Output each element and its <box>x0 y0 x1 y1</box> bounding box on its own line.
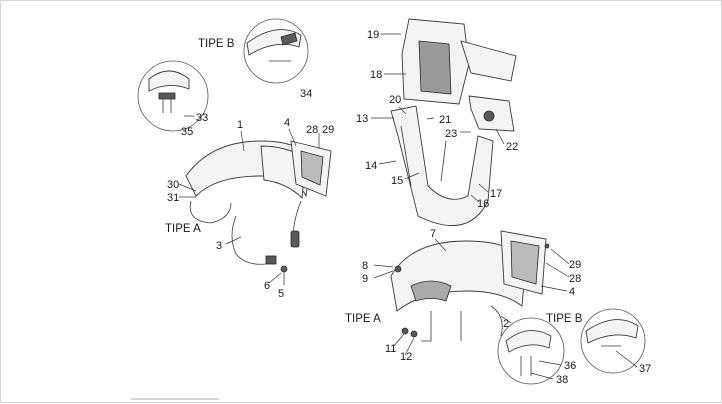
callout-21: 21 <box>439 114 451 126</box>
label-tipe-a-left: TIPE A <box>165 223 201 235</box>
detail-circle-bottom-tipe-b <box>580 308 646 374</box>
callout-4-top: 4 <box>284 117 290 129</box>
detail-circle-tipe-b-bracket <box>243 18 309 84</box>
callout-16: 16 <box>477 198 489 210</box>
callout-30: 30 <box>167 179 179 191</box>
rear-reflector-top <box>290 140 332 197</box>
callout-34: 34 <box>300 88 312 100</box>
callout-13: 13 <box>356 113 368 125</box>
callout-11: 11 <box>385 343 396 355</box>
callout-38: 38 <box>556 374 568 386</box>
callout-4-bottom: 4 <box>569 286 575 298</box>
callout-37: 37 <box>639 363 651 375</box>
callout-2: 2 <box>503 318 509 330</box>
mounting-bracket <box>468 95 515 132</box>
callout-29-bottom: 29 <box>569 259 581 271</box>
detail-circle-tipe-a-bracket <box>137 60 209 132</box>
leader-lines <box>178 33 638 380</box>
leg-shield-cover <box>401 18 517 105</box>
label-tipe-a-bottom: TIPE A <box>345 313 381 325</box>
callout-3: 3 <box>216 240 222 252</box>
callout-6: 6 <box>264 280 270 292</box>
callout-1: 1 <box>237 119 243 131</box>
frame-tunnel-panel <box>390 105 494 227</box>
callout-14: 14 <box>365 160 377 172</box>
callout-22: 22 <box>506 141 518 153</box>
callout-28-bottom: 28 <box>569 273 581 285</box>
detail-circle-bottom-tipe-a <box>497 317 565 385</box>
label-tipe-b-bottom: TIPE B <box>546 313 583 325</box>
callout-19: 19 <box>367 29 379 41</box>
callout-36: 36 <box>564 360 576 372</box>
callout-8: 8 <box>362 260 368 272</box>
callout-20: 20 <box>389 94 401 106</box>
callout-15: 15 <box>391 175 403 187</box>
callout-29-top: 29 <box>322 124 334 136</box>
callout-18: 18 <box>370 69 382 81</box>
callout-28-top: 28 <box>306 124 318 136</box>
callout-5: 5 <box>278 288 284 300</box>
callout-31: 31 <box>167 192 179 204</box>
callout-9: 9 <box>362 273 368 285</box>
callout-23: 23 <box>445 128 457 140</box>
callout-35: 35 <box>181 126 193 138</box>
callout-33: 33 <box>196 112 208 124</box>
callout-12: 12 <box>400 351 412 363</box>
label-tipe-b-top: TIPE B <box>198 38 235 50</box>
callout-7: 7 <box>430 228 436 240</box>
callout-17: 17 <box>490 188 502 200</box>
hardware-screws <box>280 243 550 338</box>
front-fender-assembly <box>185 140 312 265</box>
rear-fender-assembly <box>390 230 547 342</box>
